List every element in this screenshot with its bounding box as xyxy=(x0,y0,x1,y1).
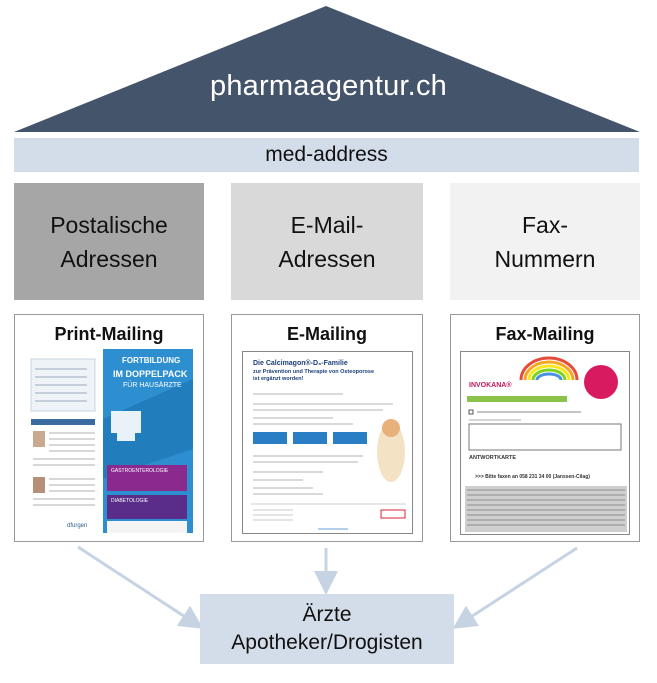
fax-section-title: ANTWORTKARTE xyxy=(469,455,517,461)
print-flyer-graphic xyxy=(27,349,193,533)
email-body-graphic xyxy=(251,393,406,530)
print-mailing-preview: FORTBILDUNG IM DOPPELPACK FÜR HAUSÄRZTE … xyxy=(27,349,193,533)
email-subheading-2: ist ergänzt worden! xyxy=(253,376,304,382)
print-headline-1: FORTBILDUNG xyxy=(122,356,181,365)
panel-print-mailing: Print-Mailing xyxy=(14,314,204,542)
med-address-bar: med-address xyxy=(14,138,639,172)
pillar-label-line1: Postalische xyxy=(50,211,168,238)
fax-brand: INVOKANA® xyxy=(469,382,512,389)
print-box-diabetology: DIABETOLOGIE xyxy=(111,498,149,504)
panel-title: Fax-Mailing xyxy=(495,324,595,344)
roof-shape xyxy=(14,6,640,132)
target-line2: Apotheker/Drogisten xyxy=(231,631,423,654)
arrow-fax-to-target xyxy=(452,546,578,629)
panel-e-mailing: E-Mailing Die Calcimagon®-D₃-Familie zur… xyxy=(231,314,423,542)
email-subheading-1: zur Prävention und Therapie von Osteopor… xyxy=(253,369,375,375)
roof-triangle xyxy=(14,6,640,132)
email-heading: Die Calcimagon®-D₃-Familie xyxy=(253,360,348,367)
pillar-label-line2: Nummern xyxy=(494,245,596,272)
pillar-email-addresses: E-Mail- Adressen xyxy=(231,183,423,300)
pillar-label-line1: E-Mail- xyxy=(290,211,364,238)
pillar-label-line1: Fax- xyxy=(522,211,568,238)
print-headline-2: IM DOPPELPACK xyxy=(113,369,188,379)
panel-fax-mailing: Fax-Mailing INVOKANA® ANTWORTKARTE xyxy=(450,314,640,542)
target-audience-box: Ärzte Apotheker/Drogisten xyxy=(200,594,454,664)
panel-title: E-Mailing xyxy=(287,324,367,344)
fax-form-graphic xyxy=(465,356,627,532)
fax-cta: >>> Bitte faxen an 058 231 34 00 (Jansse… xyxy=(475,474,590,480)
panel-title: Print-Mailing xyxy=(54,324,164,344)
print-box-gastro: GASTROENTEROLOGIE xyxy=(111,468,169,474)
pillar-label-line2: Adressen xyxy=(278,245,376,272)
arrow-print-to-target xyxy=(77,545,204,629)
pillar-postal-addresses: Postalische Adressen xyxy=(14,183,204,300)
print-brand-logo: dfurgen xyxy=(67,523,88,529)
print-headline-3: FÜR HAUSÄRZTE xyxy=(123,382,182,389)
target-line1: Ärzte xyxy=(302,603,352,626)
e-mailing-preview: Die Calcimagon®-D₃-Familie zur Präventio… xyxy=(242,351,413,534)
pillar-fax-numbers: Fax- Nummern xyxy=(450,183,640,300)
roof-title: pharmaagentur.ch xyxy=(210,70,447,102)
pillar-label-line2: Adressen xyxy=(60,245,158,272)
fax-mailing-preview: INVOKANA® ANTWORTKARTE >>> Bitte faxen a… xyxy=(460,351,630,535)
